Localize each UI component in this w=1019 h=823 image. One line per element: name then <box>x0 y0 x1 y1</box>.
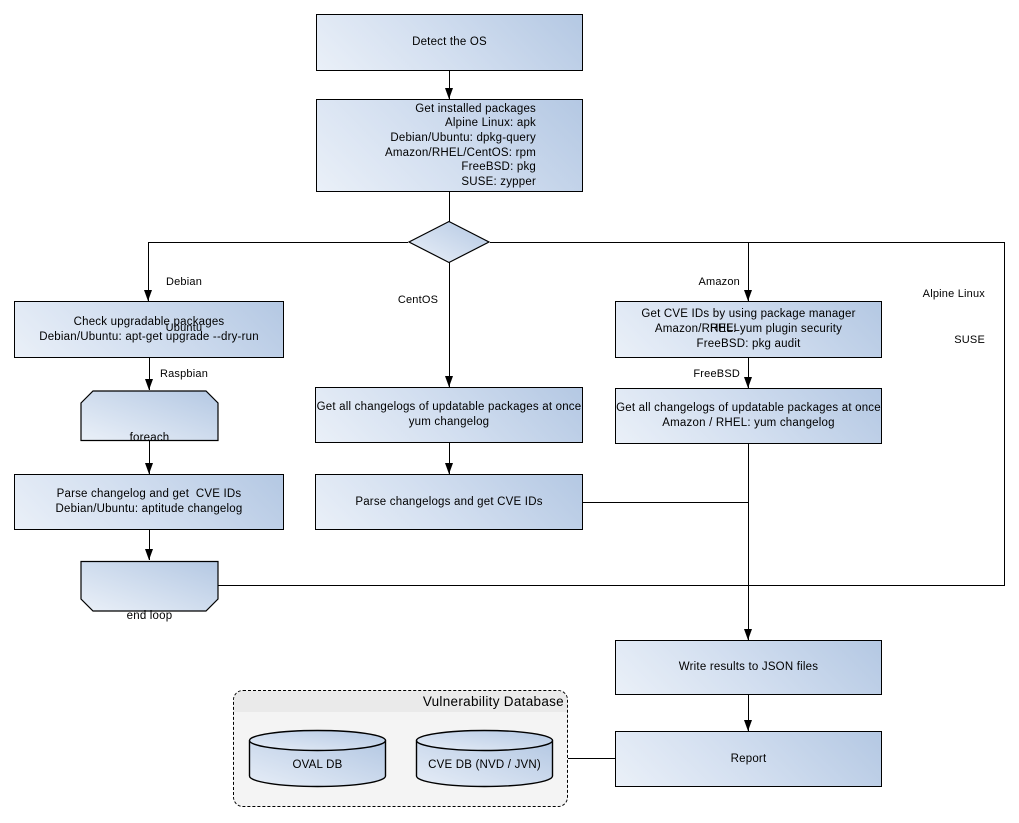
database-cylinder-oval-db: OVAL DB <box>248 729 387 788</box>
node-text: Detect the OS <box>412 36 487 48</box>
node-get-changelogs-centos: Get all changelogs of updatable packages… <box>315 387 583 443</box>
connector-parse-centos-to-right <box>583 502 748 504</box>
node-parse-changelogs-centos: Parse changelogs and get CVE IDs <box>315 474 583 530</box>
connector-right-to-writeresults <box>748 444 750 640</box>
vulnerability-database-group: Vulnerability Database <box>233 690 568 807</box>
cylinder-label: CVE DB (NVD / JVN) <box>428 759 541 771</box>
vulnerability-database-title: Vulnerability Database <box>234 691 567 712</box>
decision-diamond <box>407 220 491 264</box>
connector-farright-down <box>1004 242 1006 585</box>
connector-parse-to-endloop <box>149 530 151 560</box>
connector-installed-to-decision <box>449 192 451 222</box>
edge-label-alpine-branch: Alpine Linux SUSE <box>922 287 985 347</box>
arrowhead <box>744 720 752 731</box>
arrowhead <box>744 629 752 640</box>
arrowhead <box>145 463 153 474</box>
connector-check-to-foreach <box>149 358 151 390</box>
arrowhead <box>445 463 453 474</box>
connector-writeresults-to-report <box>748 695 750 731</box>
arrowhead <box>445 88 453 99</box>
edge-label-amazon-branch: Amazon RHEL FreeBSD <box>693 275 740 381</box>
connector-right-branch-down <box>748 242 750 301</box>
node-report: Report <box>615 731 882 787</box>
node-get-changelogs-amazon: Get all changelogs of updatable packages… <box>615 388 882 444</box>
connector-foreach-to-parse <box>149 441 151 474</box>
connector-detect-to-installed <box>449 71 451 99</box>
database-cylinder-cve-db: CVE DB (NVD / JVN) <box>415 729 554 788</box>
arrowhead <box>145 549 153 560</box>
connector-decision-left <box>148 242 408 244</box>
cylinder-label: OVAL DB <box>292 759 343 771</box>
node-write-results-json: Write results to JSON files <box>615 640 882 695</box>
arrowhead <box>744 290 752 301</box>
node-get-cve-ids-package-manager: Get CVE IDs by using package manager Ama… <box>615 301 882 358</box>
connector-endloop-merge <box>218 585 1005 587</box>
arrowhead <box>445 376 453 387</box>
node-detect-os: Detect the OS <box>316 14 583 71</box>
connector-getcve-to-getchangelogs <box>748 358 750 388</box>
arrowhead <box>144 290 152 301</box>
arrowhead <box>145 379 153 390</box>
edge-label-centos-branch: CentOS <box>397 293 439 306</box>
node-get-installed-packages: Get installed packages Alpine Linux: apk… <box>316 99 583 192</box>
edge-label-debian-branch: Debian Ubuntu Raspbian <box>159 275 209 381</box>
node-parse-changelog-debian: Parse changelog and get CVE IDs Debian/U… <box>14 474 284 530</box>
connector-getchangelogs-to-parse-centos <box>449 443 451 474</box>
connector-db-to-report <box>568 758 615 760</box>
arrowhead <box>744 377 752 388</box>
node-check-upgradable-packages: Check upgradable packages Debian/Ubuntu:… <box>14 301 284 358</box>
connector-decision-down-centos <box>449 262 451 387</box>
connector-left-branch-down <box>148 242 150 301</box>
node-end-loop: end loop <box>80 560 219 622</box>
connector-decision-right <box>490 242 1004 244</box>
